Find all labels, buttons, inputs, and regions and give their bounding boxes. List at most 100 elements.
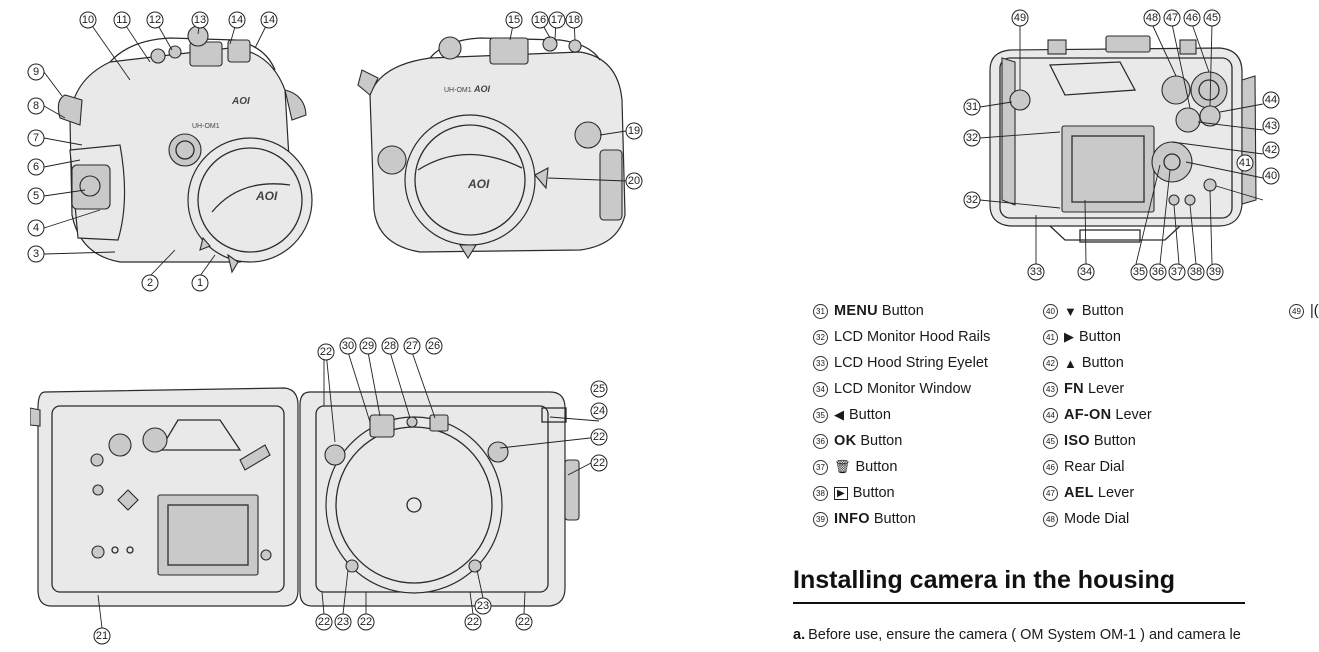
callout-45: 45 xyxy=(1203,9,1221,27)
legend-item-42: 42▲Button xyxy=(1043,355,1124,371)
back-view: 31 32 32 33 34 35 36 37 38 39 40 41 42 4… xyxy=(920,0,1319,292)
callout-22g: 22 xyxy=(317,343,335,361)
callout-32a: 32 xyxy=(963,129,981,147)
callout-37: 37 xyxy=(1168,263,1186,281)
svg-text:12: 12 xyxy=(149,14,161,26)
legend-item-37: 37🗑Button xyxy=(813,459,897,475)
callout-18: 18 xyxy=(565,11,583,29)
callout-3: 3 xyxy=(27,245,45,263)
svg-text:5: 5 xyxy=(33,190,39,202)
callout-40: 40 xyxy=(1262,167,1280,185)
svg-text:48: 48 xyxy=(1146,12,1158,24)
front-model-badge: UH-OM1 xyxy=(192,123,220,130)
rear-port-brand: AOI xyxy=(467,177,490,191)
callout-22d: 22 xyxy=(515,613,533,631)
svg-text:41: 41 xyxy=(1239,157,1251,169)
svg-text:19: 19 xyxy=(628,125,640,137)
front-left-drawing: AOI AOI UH-OM1 1 2 3 4 xyxy=(27,11,313,292)
legend-item-41: 41▶Button xyxy=(1043,329,1121,345)
svg-text:13: 13 xyxy=(194,14,206,26)
legend-item-49: 49|( xyxy=(1289,303,1319,319)
callout-4: 4 xyxy=(27,219,45,237)
callout-25: 25 xyxy=(590,380,608,398)
svg-text:49: 49 xyxy=(1014,12,1026,24)
front-port-brand: AOI xyxy=(255,189,278,203)
open-housing-callouts: 21 22 22 22 22 22 22 22 23 23 24 25 26 2… xyxy=(93,337,608,645)
callout-36: 36 xyxy=(1149,263,1167,281)
callout-22a: 22 xyxy=(315,613,333,631)
callout-7: 7 xyxy=(27,129,45,147)
step-text: Before use, ensure the camera ( OM Syste… xyxy=(808,627,1241,643)
section-title: Installing camera in the housing xyxy=(793,566,1176,594)
svg-text:22: 22 xyxy=(467,616,479,628)
svg-text:37: 37 xyxy=(1171,266,1183,278)
callout-34: 34 xyxy=(1077,263,1095,281)
trash-icon: 🗑 xyxy=(834,459,851,474)
svg-text:44: 44 xyxy=(1265,94,1277,106)
svg-text:24: 24 xyxy=(593,405,605,417)
svg-text:14: 14 xyxy=(231,14,243,26)
svg-text:9: 9 xyxy=(33,66,39,78)
svg-text:18: 18 xyxy=(568,14,580,26)
svg-text:23: 23 xyxy=(337,616,349,628)
callout-38: 38 xyxy=(1187,263,1205,281)
front-right-callouts: 15 16 17 18 19 20 xyxy=(505,11,643,190)
svg-text:25: 25 xyxy=(593,383,605,395)
svg-text:22: 22 xyxy=(360,616,372,628)
svg-text:22: 22 xyxy=(320,346,332,358)
callout-42: 42 xyxy=(1262,141,1280,159)
svg-text:3: 3 xyxy=(33,248,39,260)
svg-text:22: 22 xyxy=(518,616,530,628)
callout-43: 43 xyxy=(1262,117,1280,135)
svg-text:1: 1 xyxy=(197,277,203,289)
callout-23b: 23 xyxy=(474,597,492,615)
svg-text:29: 29 xyxy=(362,340,374,352)
open-housing-view: 21 22 22 22 22 22 22 22 23 23 24 25 26 2… xyxy=(30,330,630,652)
svg-text:32: 32 xyxy=(966,194,978,206)
svg-text:15: 15 xyxy=(508,14,520,26)
callout-31: 31 xyxy=(963,98,981,116)
callout-48: 48 xyxy=(1143,9,1161,27)
step-letter: a. xyxy=(793,627,806,643)
callout-32b: 32 xyxy=(963,191,981,209)
callout-44: 44 xyxy=(1262,91,1280,109)
callout-17: 17 xyxy=(548,11,566,29)
svg-text:26: 26 xyxy=(428,340,440,352)
callout-39: 39 xyxy=(1206,263,1224,281)
section-divider xyxy=(793,602,1245,604)
callout-22b: 22 xyxy=(357,613,375,631)
svg-text:35: 35 xyxy=(1133,266,1145,278)
svg-text:4: 4 xyxy=(33,222,39,234)
legend-item-35: 35◀Button xyxy=(813,407,891,423)
front-right-model-badge: UH-OM1 xyxy=(444,87,472,94)
callout-20: 20 xyxy=(625,172,643,190)
callout-6: 6 xyxy=(27,158,45,176)
svg-text:23: 23 xyxy=(477,600,489,612)
callout-28: 28 xyxy=(381,337,399,355)
svg-text:21: 21 xyxy=(96,630,108,642)
callout-35: 35 xyxy=(1130,263,1148,281)
svg-text:36: 36 xyxy=(1152,266,1164,278)
svg-text:11: 11 xyxy=(116,14,127,26)
step-a: a.Before use, ensure the camera ( OM Sys… xyxy=(793,627,1241,643)
svg-text:42: 42 xyxy=(1265,144,1277,156)
back-view-drawing: 31 32 32 33 34 35 36 37 38 39 40 41 42 4… xyxy=(963,9,1280,281)
svg-text:8: 8 xyxy=(33,100,39,112)
callout-14a: 14 xyxy=(228,11,246,29)
left-arrow-icon: ◀ xyxy=(834,407,844,422)
callout-14b: 14 xyxy=(260,11,278,29)
svg-text:33: 33 xyxy=(1030,266,1042,278)
svg-text:32: 32 xyxy=(966,132,978,144)
callout-22e: 22 xyxy=(590,428,608,446)
svg-text:45: 45 xyxy=(1206,12,1218,24)
callout-1: 1 xyxy=(191,274,209,292)
svg-text:34: 34 xyxy=(1080,266,1092,278)
